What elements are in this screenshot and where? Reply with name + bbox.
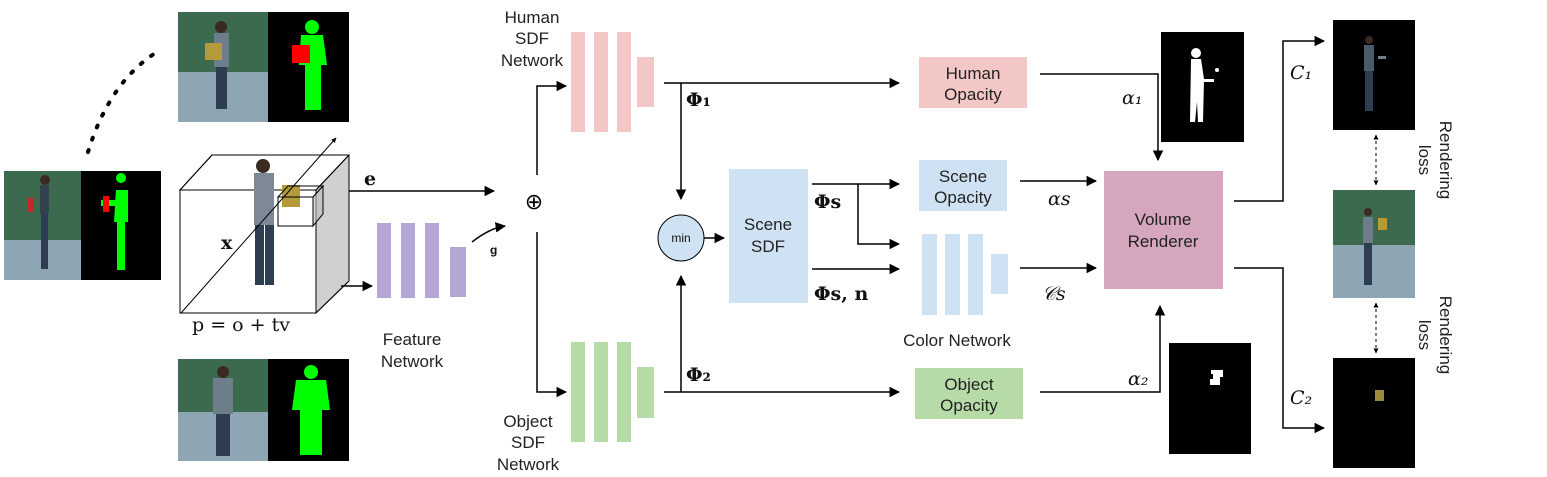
e-label: e (364, 168, 376, 190)
volume-renderer-label-2: Renderer (1128, 232, 1199, 251)
c2-label: C₂ (1290, 387, 1312, 409)
object-sdf-label-2: SDF (511, 433, 545, 452)
rendered-human-image (1333, 20, 1415, 130)
object-alpha-mask (1169, 343, 1251, 454)
x-label: x (221, 232, 233, 254)
input-image-left (4, 171, 81, 280)
object-opacity-box (915, 368, 1023, 419)
phi1-label: Φ₁ (686, 89, 711, 111)
human-sdf-label-3: Network (501, 51, 564, 70)
c1-label: C₁ (1290, 62, 1312, 84)
volume-renderer-label-1: Volume (1135, 210, 1192, 229)
volume-renderer-box (1104, 171, 1223, 289)
human-alpha-mask (1161, 32, 1244, 142)
human-opacity-label-2: Opacity (944, 85, 1002, 104)
scene-opacity-label-2: Opacity (934, 188, 992, 207)
phi2-label: Φ₂ (686, 364, 711, 386)
input-image-top (178, 12, 268, 122)
human-opacity-label-1: Human (946, 64, 1001, 83)
object-sdf-label-1: Object (503, 412, 552, 431)
min-node: min (671, 231, 690, 245)
rendering-loss-top-1: Rendering (1436, 121, 1455, 199)
feature-network-label-2: Network (381, 352, 444, 371)
rendering-loss-bottom-1: Rendering (1436, 296, 1455, 374)
alphas-label: αs (1048, 188, 1071, 210)
concat-symbol: ⊕ (525, 190, 543, 215)
input-mask-bottom (268, 359, 349, 461)
input-mask-top (268, 12, 349, 122)
human-sdf-network-block (571, 32, 654, 132)
human-sdf-label-1: Human (505, 8, 560, 27)
rendered-object-image (1333, 358, 1415, 468)
rendering-loss-bottom-2: loss (1415, 320, 1434, 350)
scene-opacity-box (919, 160, 1007, 211)
object-sdf-network-block (571, 342, 654, 442)
feature-network-label-1: Feature (383, 330, 442, 349)
input-image-bottom (178, 359, 268, 461)
feature-cube (178, 137, 351, 315)
human-opacity-box (919, 57, 1027, 108)
view-arc (86, 48, 162, 154)
feature-network-block (377, 223, 466, 298)
scene-sdf-label-1: Scene (744, 215, 792, 234)
object-opacity-label-2: Opacity (940, 396, 998, 415)
scene-opacity-label-1: Scene (939, 167, 987, 186)
object-opacity-label-1: Object (944, 375, 993, 394)
alpha1-label: α₁ (1122, 87, 1142, 109)
phis-label: Φs (814, 191, 841, 213)
rendering-loss-top-2: loss (1415, 145, 1434, 175)
object-sdf-label-3: Network (497, 455, 560, 474)
g-label: g (490, 243, 497, 257)
ray-equation: p = o + tv (192, 314, 290, 336)
cs-label: 𝒞s (1042, 283, 1066, 305)
human-sdf-label-2: SDF (515, 29, 549, 48)
alpha2-label: α₂ (1128, 368, 1148, 390)
phis-n-label: Φs, n (814, 283, 868, 305)
ground-truth-image (1333, 190, 1415, 298)
scene-sdf-box (729, 169, 808, 303)
color-network-label: Color Network (903, 331, 1011, 350)
scene-sdf-label-2: SDF (751, 237, 785, 256)
color-network-block (922, 234, 1008, 315)
input-mask-left (81, 171, 161, 280)
